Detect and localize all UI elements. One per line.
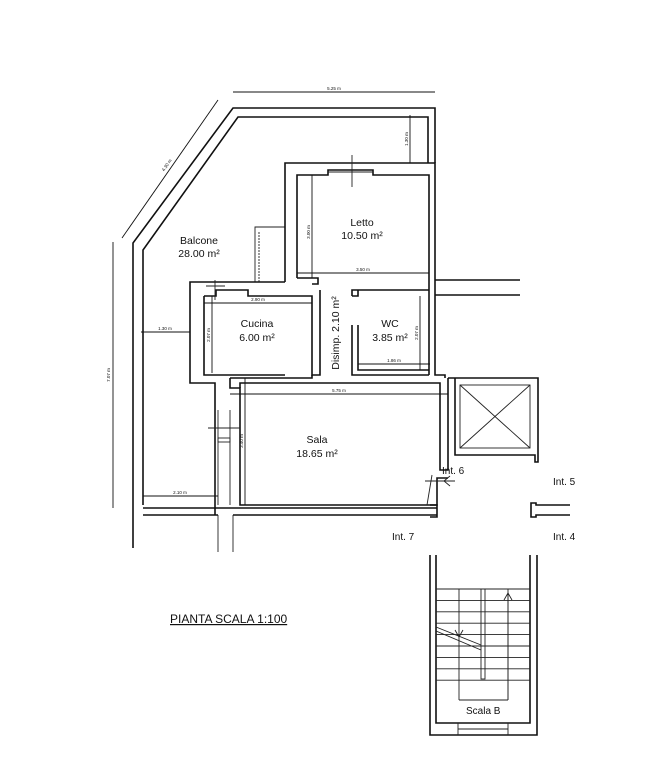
unit-int4-label: Int. 4	[553, 532, 576, 543]
room-disimp-label: Disimp. 2.10 m²	[330, 296, 342, 370]
balcony-boundary	[132, 107, 436, 552]
room-cucina-name: Cucina	[241, 318, 274, 330]
dim-letto-height: 3.00 m	[306, 225, 311, 239]
dim-balcone-left: 1.30 m	[158, 326, 172, 331]
dim-letto-width: 3.50 m	[356, 267, 370, 272]
room-balcone-name: Balcone	[180, 235, 218, 247]
stair-label: Scala B	[466, 706, 501, 717]
apartment-walls	[143, 155, 520, 518]
room-sala-area: 18.65 m²	[296, 448, 338, 460]
dim-cucina-width: 2.90 m	[251, 297, 265, 302]
room-balcone-area: 28.00 m²	[178, 248, 220, 260]
plan-title: PIANTA SCALA 1:100	[170, 612, 288, 626]
room-letto-area: 10.50 m²	[341, 230, 383, 242]
dim-top: 5.25 m	[327, 86, 341, 91]
room-wc-name: WC	[381, 318, 399, 330]
dim-cucina-height: 2.07 m	[206, 328, 211, 342]
staircase	[429, 555, 538, 736]
unit-int7-label: Int. 7	[392, 532, 415, 543]
room-sala-name: Sala	[306, 434, 327, 446]
dim-wc-height: 2.07 m	[414, 326, 419, 340]
unit-int5-label: Int. 5	[553, 477, 576, 488]
dim-left-total: 7.07 m	[106, 368, 111, 382]
dim-wc-width: 1.86 m	[387, 358, 401, 363]
dim-sala-width: 5.75 m	[332, 388, 346, 393]
dim-balcony-depth: 1.30 m	[404, 132, 409, 146]
room-letto-name: Letto	[350, 217, 374, 229]
unit-int6-label: Int. 6	[442, 466, 465, 477]
dimension-lines	[112, 91, 448, 508]
dim-balcone-bottom: 2.10 m	[173, 490, 187, 495]
int5-wall-stub	[530, 502, 570, 518]
dim-sala-height: 3.40 m	[239, 434, 244, 448]
room-wc-area: 3.85 m²	[372, 332, 408, 344]
dim-diagonal: 4.30 m	[161, 158, 173, 172]
room-cucina-area: 6.00 m²	[239, 332, 275, 344]
elevator-shaft	[448, 377, 539, 463]
